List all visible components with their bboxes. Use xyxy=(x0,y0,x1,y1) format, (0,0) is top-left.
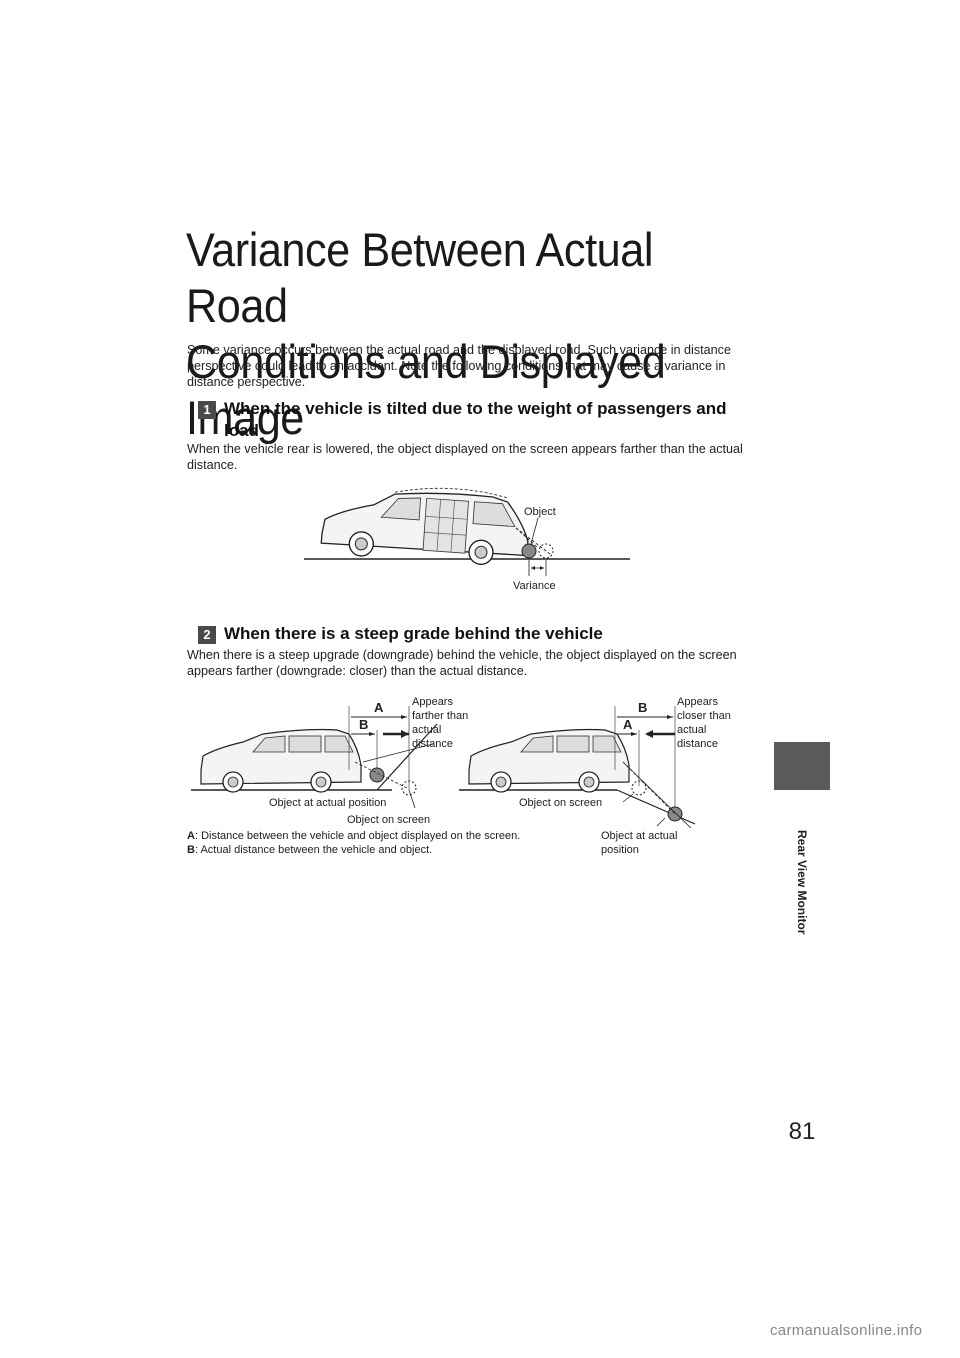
section-1-heading-line-2: load xyxy=(224,421,259,440)
section-1-heading: When the vehicle is tilted due to the we… xyxy=(224,398,727,442)
section-2-body: When there is a steep upgrade (downgrade… xyxy=(187,648,737,678)
object-label: Object xyxy=(524,506,556,518)
tilted-vehicle-figure: Object Variance xyxy=(300,486,640,602)
page-title: Variance Between Actual Road Conditions … xyxy=(186,222,738,446)
side-section-label: Rear View Monitor xyxy=(795,829,809,935)
section-1-heading-line-1: When the vehicle is tilted due to the we… xyxy=(224,399,727,418)
left-note-line-3: actual xyxy=(412,724,441,736)
right-object-actual-label: Object at actual position xyxy=(601,830,678,856)
section-tab-marker xyxy=(774,742,830,790)
section-2-heading: When there is a steep grade behind the v… xyxy=(224,624,603,643)
right-object-screen-label: Object on screen xyxy=(519,797,602,809)
van-left xyxy=(200,728,362,793)
object-marker xyxy=(521,543,537,559)
right-label-b: B xyxy=(638,700,647,715)
title-line-2: Conditions and Displayed Image xyxy=(186,335,666,444)
legend-b: B: Actual distance between the vehicle a… xyxy=(187,844,433,856)
upgrade-slope xyxy=(376,723,438,791)
intro-paragraph: Some variance occurs between the actual … xyxy=(187,343,731,389)
watermark: carmanualsonline.info xyxy=(770,1322,923,1339)
right-note-line-3: actual xyxy=(677,724,706,736)
right-note-line-2: closer than xyxy=(677,710,731,722)
left-note-line-2: farther than xyxy=(412,710,468,722)
variance-label: Variance xyxy=(513,580,556,592)
left-label-a: A xyxy=(374,700,384,715)
right-note-line-4: distance xyxy=(677,738,718,750)
section-1-number: 1 xyxy=(198,401,216,419)
left-object-screen-label: Object on screen xyxy=(347,814,430,826)
left-object-actual-label: Object at actual position xyxy=(269,797,386,809)
left-label-b: B xyxy=(359,717,368,732)
figure-legend: A: Distance between the vehicle and obje… xyxy=(187,829,520,857)
section-1-body: When the vehicle rear is lowered, the ob… xyxy=(187,442,743,472)
left-note-line-1: Appears xyxy=(412,696,453,708)
van-right xyxy=(468,728,630,793)
right-label-a: A xyxy=(623,717,633,732)
page-number: 81 xyxy=(788,1118,816,1145)
object-on-screen-marker xyxy=(538,543,554,559)
left-note-line-4: distance xyxy=(412,738,453,750)
section-2-number: 2 xyxy=(198,626,216,644)
van-illustration xyxy=(320,487,529,565)
right-note-line-1: Appears xyxy=(677,696,718,708)
title-line-1: Variance Between Actual Road xyxy=(186,223,653,332)
legend-a: A: Distance between the vehicle and obje… xyxy=(187,830,521,842)
downgrade-slope xyxy=(616,789,696,825)
grade-figure: A B Appears farther than actual distance… xyxy=(187,690,747,828)
